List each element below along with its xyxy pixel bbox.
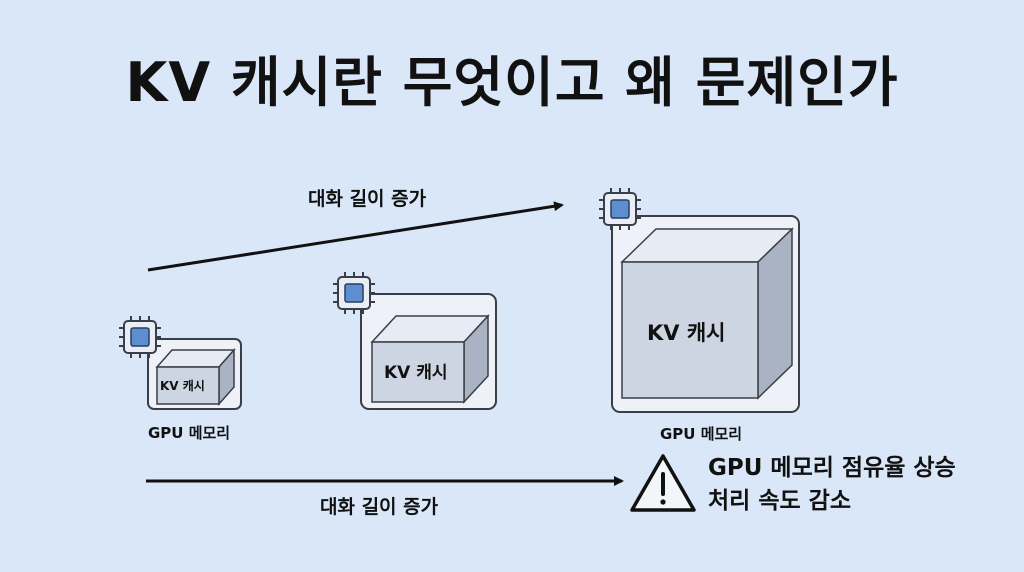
kv-cache-label-medium: KV 캐시 <box>384 363 448 383</box>
gpu-memory-label-large: GPU 메모리 <box>660 425 743 443</box>
gpu-chip-icon <box>333 272 375 314</box>
stage-medium <box>333 272 497 410</box>
arrow-label-top: 대화 길이 증가 <box>308 188 427 210</box>
warning-line-2: 처리 속도 감소 <box>708 488 851 514</box>
gpu-memory-label-small: GPU 메모리 <box>148 424 231 442</box>
growth-arrow-top <box>147 201 564 272</box>
kv-cache-label-small: KV 캐시 <box>160 379 205 393</box>
stage-large <box>599 188 800 413</box>
gpu-chip-icon <box>119 316 161 358</box>
kv-cache-cube <box>370 314 490 404</box>
kv-cache-cube <box>155 348 236 406</box>
arrow-label-bottom: 대화 길이 증가 <box>320 496 439 518</box>
warning-text: GPU 메모리 점유율 상승 처리 속도 감소 <box>708 452 956 518</box>
page-title: KV 캐시란 무엇이고 왜 문제인가 <box>125 51 899 114</box>
warning-line-1: GPU 메모리 점유율 상승 <box>708 455 956 481</box>
warning-icon <box>630 454 696 512</box>
stage-small <box>119 316 242 410</box>
kv-cache-label-large: KV 캐시 <box>647 321 726 345</box>
gpu-chip-icon <box>599 188 641 230</box>
kv-cache-cube <box>620 227 794 400</box>
